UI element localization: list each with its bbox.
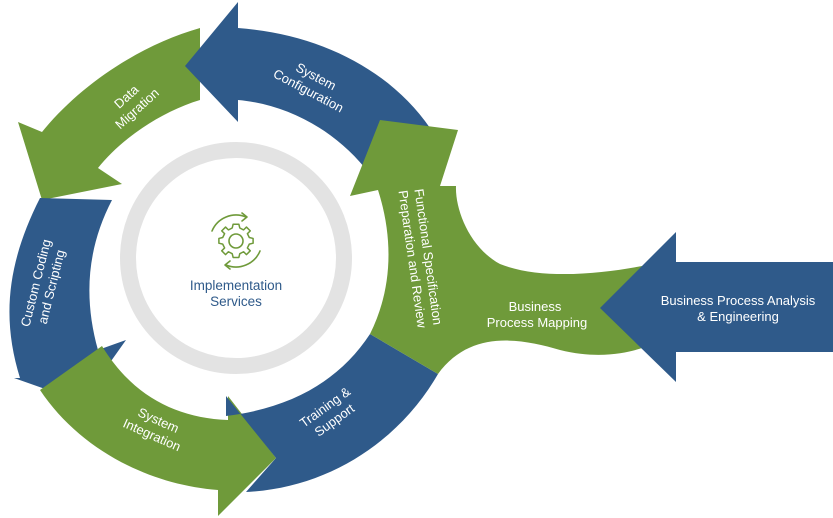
business-analysis-label-line1: Business Process Analysis <box>661 293 816 308</box>
segment-system-configuration <box>185 2 430 168</box>
center-title-line2: Services <box>210 294 262 309</box>
business-mapping-label-line1: Business <box>509 299 562 314</box>
segment-data-migration <box>18 28 200 200</box>
business-analysis-label-line2: & Engineering <box>697 309 779 324</box>
gear-cycle-icon <box>211 212 261 270</box>
center-title-line1: Implementation <box>190 278 282 293</box>
segment-training-support <box>226 334 438 492</box>
segment-functional-spec <box>350 120 642 374</box>
segment-business-analysis <box>600 232 833 382</box>
business-mapping-label-line2: Process Mapping <box>487 315 587 330</box>
segment-system-integration <box>40 346 276 516</box>
inner-ring <box>120 142 352 374</box>
